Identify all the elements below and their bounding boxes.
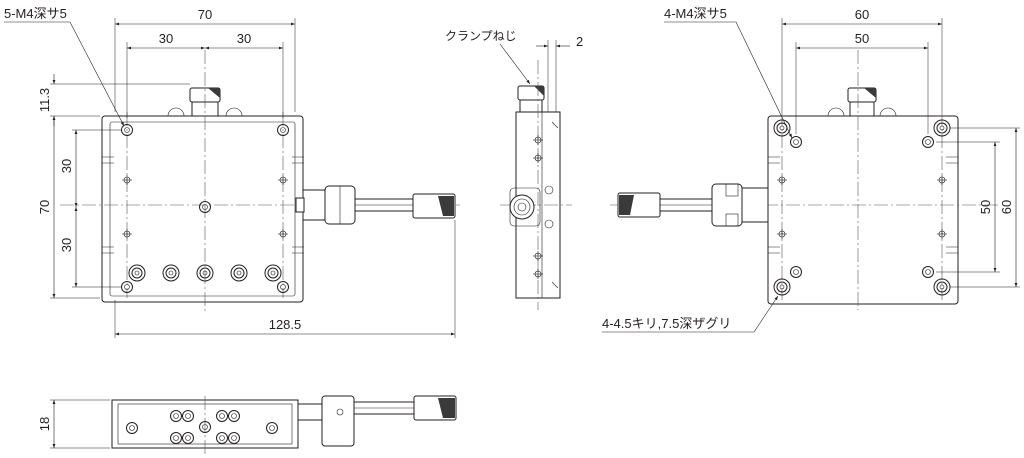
front-dim-11-3: 11.3 — [37, 88, 52, 112]
bottom-view: 18 — [37, 395, 457, 454]
front-micrometer — [295, 185, 456, 225]
front-dim-30-right: 30 — [237, 31, 251, 46]
back-note-counterbore: 4-4.5キリ,7.5深ザグリ — [602, 316, 731, 331]
back-dim-50-height: 50 — [978, 200, 993, 214]
side-view: 2 クランプねじ — [445, 29, 583, 310]
front-dim-70-width: 70 — [198, 7, 212, 22]
side-micrometer-end — [509, 194, 535, 220]
bottom-dim-18: 18 — [37, 417, 52, 431]
front-dim-30-upper: 30 — [59, 159, 74, 173]
back-dim-60-height: 60 — [999, 200, 1014, 214]
side-dim-2: 2 — [576, 34, 583, 49]
front-dim-30-left: 30 — [159, 31, 173, 46]
front-note-tapped-holes: 5-M4深サ5 — [4, 6, 67, 21]
front-dim-70-height: 70 — [37, 200, 52, 214]
back-dim-50-width: 50 — [855, 31, 869, 46]
side-note-clamp-screw: クランプねじ — [445, 29, 517, 43]
back-dim-60-width: 60 — [855, 7, 869, 22]
back-note-tapped-holes: 4-M4深サ5 — [664, 6, 727, 21]
front-view: 70 30 30 70 30 30 11.3 128.5 5-M4深サ5 — [4, 6, 460, 338]
bottom-micrometer — [297, 395, 457, 447]
front-dim-128-5: 128.5 — [269, 317, 302, 332]
front-dim-30-lower: 30 — [59, 238, 74, 252]
back-micrometer — [617, 183, 769, 227]
front-stage-inner — [109, 121, 296, 297]
back-view: 60 50 50 60 4-M4深サ5 4-4.5キリ,7.5深ザグリ — [602, 6, 1020, 333]
